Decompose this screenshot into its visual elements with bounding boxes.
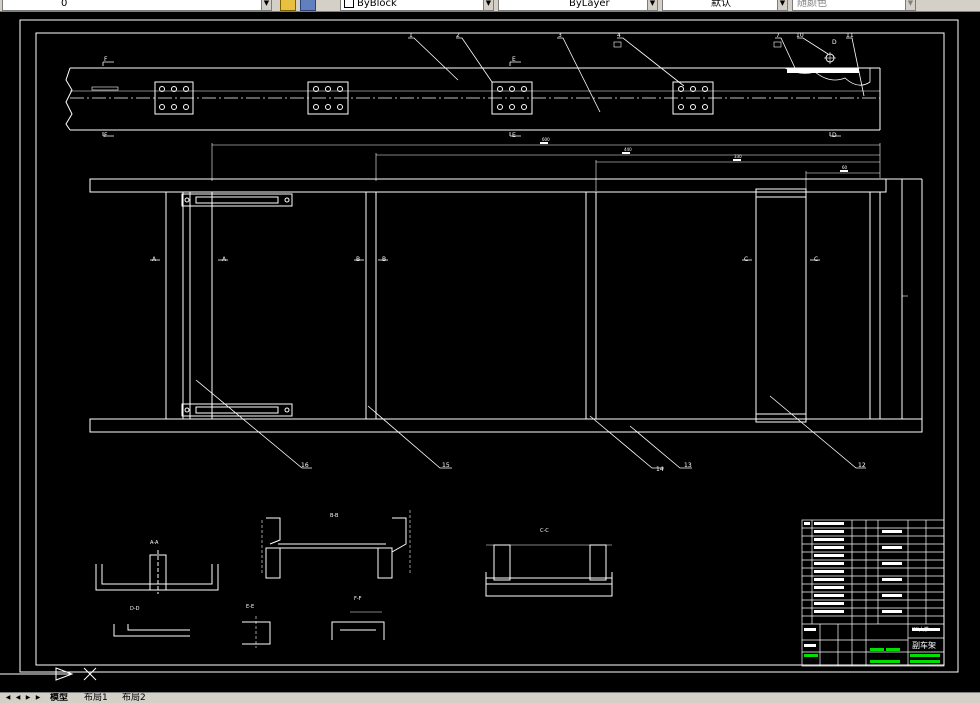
- section-detail-c: [485, 544, 613, 597]
- section-detail-a: [95, 550, 219, 594]
- ucs-icon: [0, 667, 97, 681]
- color-combo-value: ByBlock: [357, 0, 397, 9]
- color-swatch-icon: [344, 0, 354, 8]
- lineweight-combo[interactable]: 默认 ▼: [662, 0, 788, 11]
- color-combo[interactable]: ByBlock ▼: [340, 0, 494, 11]
- last-tab-icon[interactable]: ▶: [35, 694, 41, 701]
- layer-combo-value: 0: [61, 0, 68, 9]
- chevron-down-icon[interactable]: ▼: [261, 0, 271, 10]
- lower-longitudinal-beam: [89, 418, 923, 433]
- overall-dimensions: [211, 142, 881, 191]
- properties-toolbar: 0 ▼ ByBlock ▼ ByLayer ▼ 默认 ▼ 随颜色 ▼: [0, 0, 980, 12]
- title-block: [801, 519, 945, 667]
- lineweight-combo-value: 默认: [711, 0, 731, 9]
- section-detail-b: [261, 510, 411, 579]
- section-detail-e: [242, 616, 271, 648]
- front-view: [89, 178, 923, 433]
- prev-tab-icon[interactable]: ◀: [15, 694, 21, 701]
- layer-previous-icon[interactable]: [300, 0, 316, 11]
- layout-tab-bar: ◀ ◀ ▶ ▶ 模型 布局1 布局2: [0, 692, 980, 703]
- tab-model[interactable]: 模型: [50, 693, 69, 703]
- drawing-canvas[interactable]: [0, 12, 980, 692]
- splice-plate: [491, 81, 533, 115]
- rear-crossmember: [755, 188, 807, 423]
- local-section-detail: [784, 52, 871, 86]
- front-callouts: [195, 379, 866, 469]
- plotstyle-combo-value: 随颜色: [797, 0, 827, 9]
- top-view: [65, 52, 881, 137]
- tab-layout1[interactable]: 布局1: [84, 693, 108, 703]
- chevron-down-icon[interactable]: ▼: [777, 0, 787, 10]
- linetype-combo[interactable]: ByLayer ▼: [498, 0, 658, 11]
- splice-plate: [307, 81, 349, 115]
- bracket-plate-bottom: [181, 403, 293, 417]
- tab-layout2[interactable]: 布局2: [122, 693, 146, 703]
- beam-slot: [91, 86, 119, 91]
- upper-longitudinal-beam: [89, 178, 887, 193]
- section-detail-f: [331, 611, 385, 640]
- section-detail-d: [113, 624, 190, 637]
- top-callouts: [408, 37, 865, 113]
- splice-plate: [154, 81, 194, 115]
- layer-combo[interactable]: 0 ▼: [2, 0, 272, 11]
- bracket-plate-top: [181, 193, 293, 207]
- splice-plate: [672, 81, 714, 115]
- chevron-down-icon[interactable]: ▼: [483, 0, 493, 10]
- drawing-outer-border: [19, 19, 959, 673]
- first-tab-icon[interactable]: ◀: [5, 694, 11, 701]
- linetype-combo-value: ByLayer: [569, 0, 610, 9]
- drawing-inner-frame: [35, 32, 945, 666]
- chevron-down-icon[interactable]: ▼: [905, 0, 915, 10]
- chevron-down-icon[interactable]: ▼: [647, 0, 657, 10]
- break-line: [65, 67, 73, 131]
- layer-state-icon[interactable]: [280, 0, 296, 11]
- plotstyle-combo[interactable]: 随颜色 ▼: [792, 0, 916, 11]
- next-tab-icon[interactable]: ▶: [25, 694, 31, 701]
